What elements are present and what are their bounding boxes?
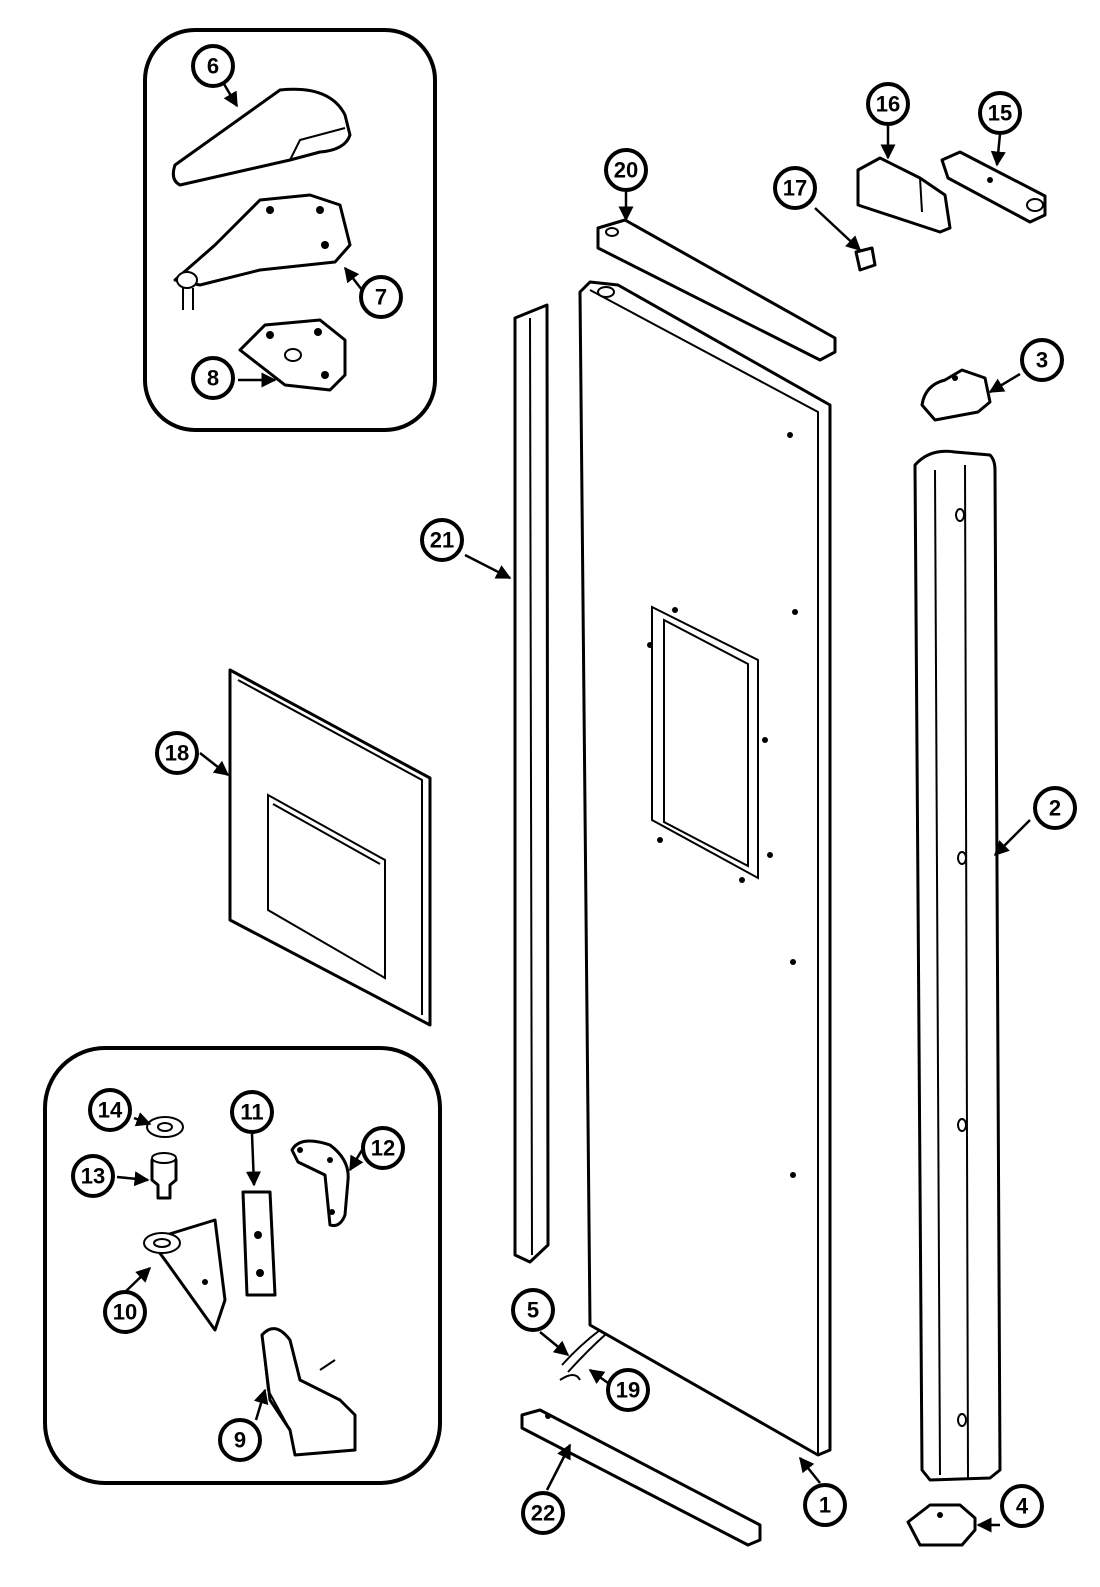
callout-10: 10 <box>103 1290 147 1334</box>
part-11-hinge-spacer <box>241 1190 277 1297</box>
svg-text:5: 5 <box>527 1298 539 1323</box>
callout-11: 11 <box>230 1090 274 1134</box>
part-7-top-hinge <box>173 193 352 310</box>
callout-17: 17 <box>773 166 817 210</box>
svg-text:3: 3 <box>1036 348 1048 373</box>
svg-text:4: 4 <box>1016 1494 1029 1519</box>
part-14-washer <box>146 1116 184 1138</box>
part-10-bottom-hinge <box>143 1218 227 1332</box>
callout-6: 6 <box>191 44 235 88</box>
callout-19: 19 <box>606 1368 650 1412</box>
callout-8: 8 <box>191 356 235 400</box>
callout-14: 14 <box>88 1088 132 1132</box>
svg-text:12: 12 <box>371 1136 395 1161</box>
callout-21: 21 <box>420 518 464 562</box>
part-9-hinge-bracket <box>260 1327 357 1457</box>
top-hinge-inset-panel <box>143 28 437 432</box>
part-2-door-handle <box>913 449 1002 1482</box>
svg-text:9: 9 <box>234 1428 246 1453</box>
callout-12: 12 <box>361 1126 405 1170</box>
bottom-hinge-inset-panel <box>43 1046 442 1485</box>
callout-9: 9 <box>218 1418 262 1462</box>
part-21-side-trim <box>513 303 550 1264</box>
svg-text:1: 1 <box>819 1493 831 1518</box>
svg-text:10: 10 <box>113 1300 137 1325</box>
callout-4: 4 <box>1000 1484 1044 1528</box>
part-16-mounting-block <box>856 156 952 234</box>
part-15-handle-clip <box>940 150 1047 224</box>
svg-text:17: 17 <box>783 176 807 201</box>
part-1-door-panel <box>578 280 832 1457</box>
callout-2: 2 <box>1033 786 1077 830</box>
callout-13: 13 <box>71 1154 115 1198</box>
callout-16: 16 <box>866 82 910 126</box>
part-13-hinge-pin <box>150 1152 178 1200</box>
part-3-top-handle-cap <box>920 368 992 422</box>
callout-18: 18 <box>155 731 199 775</box>
svg-text:21: 21 <box>430 528 454 553</box>
svg-text:22: 22 <box>531 1501 555 1526</box>
part-8-hinge-shim <box>238 318 347 392</box>
svg-text:19: 19 <box>616 1378 640 1403</box>
part-17-small-clip <box>854 246 877 272</box>
svg-text:6: 6 <box>207 54 219 79</box>
callout-1: 1 <box>803 1483 847 1527</box>
callout-7: 7 <box>359 275 403 319</box>
callout-3: 3 <box>1020 338 1064 382</box>
svg-text:18: 18 <box>165 741 189 766</box>
callout-5: 5 <box>511 1288 555 1332</box>
svg-text:7: 7 <box>375 285 387 310</box>
part-12-bracket <box>290 1139 350 1227</box>
svg-text:14: 14 <box>98 1098 123 1123</box>
svg-text:8: 8 <box>207 366 219 391</box>
part-6-hinge-cover <box>171 87 352 187</box>
part-5-19-wire-harness <box>559 1329 607 1381</box>
callout-22: 22 <box>521 1491 565 1535</box>
part-4-bottom-handle-cap <box>906 1503 977 1547</box>
svg-text:13: 13 <box>81 1164 105 1189</box>
callout-15: 15 <box>978 91 1022 135</box>
svg-text:11: 11 <box>240 1100 263 1125</box>
svg-text:20: 20 <box>614 158 638 183</box>
callout-20: 20 <box>604 148 648 192</box>
svg-text:15: 15 <box>988 101 1012 126</box>
svg-text:16: 16 <box>876 92 900 117</box>
svg-text:2: 2 <box>1049 796 1061 821</box>
part-18-dispenser-frame <box>228 668 432 1027</box>
